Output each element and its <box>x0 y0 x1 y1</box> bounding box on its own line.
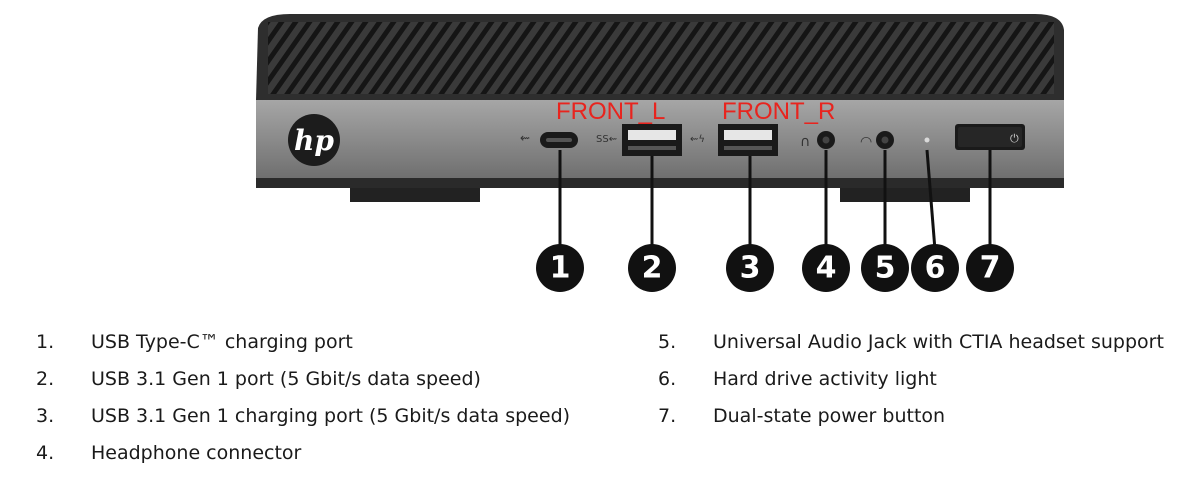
svg-text:3: 3 <box>740 251 761 286</box>
callout-6: 6 <box>911 244 959 292</box>
callout-3: 3 <box>726 244 774 292</box>
svg-text:hp: hp <box>294 124 334 157</box>
usb-a-port-2: ⇜ϟ <box>690 124 778 156</box>
legend-item-3: 3. USB 3.1 Gen 1 charging port (5 Gbit/s … <box>36 404 570 428</box>
callout-1: 1 <box>536 244 584 292</box>
legend-number: 3. <box>36 405 55 427</box>
svg-text:2: 2 <box>642 251 663 286</box>
svg-text:SS⇜: SS⇜ <box>596 134 617 145</box>
legend-number: 1. <box>36 331 55 353</box>
legend-text: Universal Audio Jack with CTIA headset s… <box>713 331 1164 353</box>
hard-drive-light <box>924 137 930 143</box>
front-label-right: FRONT_R <box>722 98 835 125</box>
svg-text:⇜: ⇜ <box>520 131 530 145</box>
legend-item-2: 2. USB 3.1 Gen 1 port (5 Gbit/s data spee… <box>36 367 481 391</box>
callout-5: 5 <box>861 244 909 292</box>
legend-number: 7. <box>658 405 677 427</box>
chassis-top <box>256 14 1064 100</box>
power-button: ⏻ <box>955 124 1025 150</box>
svg-text:7: 7 <box>980 251 1001 286</box>
svg-text:6: 6 <box>925 251 946 286</box>
callout-4: 4 <box>802 244 850 292</box>
computer-front-diagram: hp ⇜ SS⇜ ⇜ϟ ∩ ◠ ⏻ FRON <box>256 14 1064 292</box>
legend-item-1: 1. USB Type-C™ charging port <box>36 330 353 354</box>
legend-number: 6. <box>658 368 677 390</box>
usb-c-port: ⇜ <box>520 131 578 148</box>
svg-text:⇜ϟ: ⇜ϟ <box>690 134 705 145</box>
legend-number: 5. <box>658 331 677 353</box>
svg-text:∩: ∩ <box>800 134 810 150</box>
legend-text: Hard drive activity light <box>713 368 937 390</box>
svg-text:5: 5 <box>875 251 896 286</box>
legend-text: USB 3.1 Gen 1 charging port (5 Gbit/s da… <box>91 405 571 427</box>
legend-text: Dual-state power button <box>713 405 946 427</box>
svg-text:4: 4 <box>816 251 837 286</box>
svg-text:◠: ◠ <box>860 134 872 150</box>
legend-item-6: 6. Hard drive activity light <box>658 367 937 391</box>
legend-text: USB 3.1 Gen 1 port (5 Gbit/s data speed) <box>91 368 481 390</box>
legend-item-4: 4. Headphone connector <box>36 441 301 465</box>
svg-text:⏻: ⏻ <box>1010 132 1019 145</box>
svg-text:1: 1 <box>550 251 571 286</box>
legend-text: Headphone connector <box>91 442 302 464</box>
callout-2: 2 <box>628 244 676 292</box>
front-label-left: FRONT_L <box>556 98 665 125</box>
legend-number: 4. <box>36 442 55 464</box>
legend-number: 2. <box>36 368 55 390</box>
headphone-jack: ∩ <box>800 131 835 150</box>
callout-leader-lines <box>558 149 992 251</box>
universal-audio-jack: ◠ <box>860 131 894 150</box>
legend-item-5: 5. Universal Audio Jack with CTIA headset… <box>658 330 1164 354</box>
legend-text: USB Type-C™ charging port <box>91 331 353 353</box>
usb-a-port-1: SS⇜ <box>596 124 682 156</box>
hp-logo: hp <box>288 114 340 166</box>
legend-item-7: 7. Dual-state power button <box>658 404 945 428</box>
callout-7: 7 <box>966 244 1014 292</box>
